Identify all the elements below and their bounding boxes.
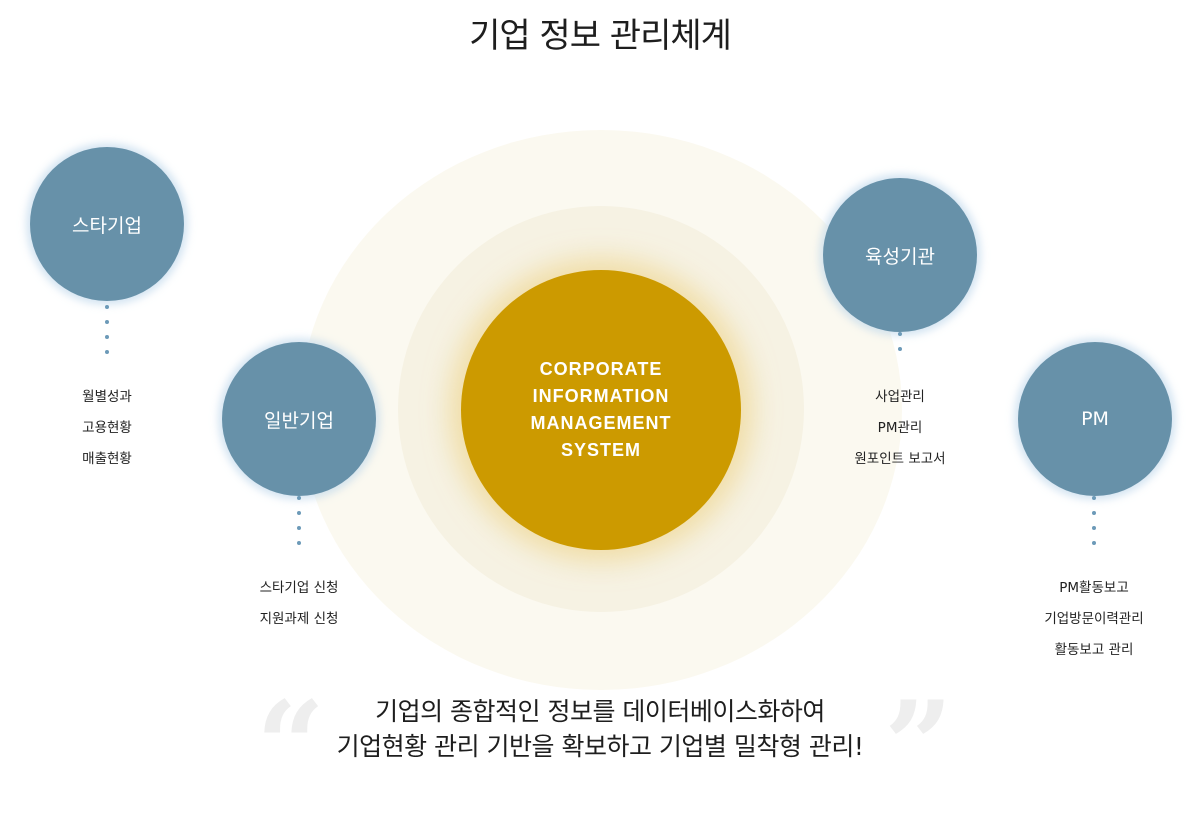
connector-dots <box>297 496 301 545</box>
core-text: CORPORATE INFORMATION MANAGEMENT SYSTEM <box>531 356 672 464</box>
dot <box>1092 541 1096 545</box>
list-item: 고용현황 <box>82 420 132 436</box>
list-item: 기업방문이력관리 <box>1044 611 1144 627</box>
core-line: INFORMATION <box>532 386 670 406</box>
core-line: MANAGEMENT <box>530 413 672 433</box>
list-item: PM활동보고 <box>1059 580 1129 596</box>
core-line: SYSTEM <box>560 440 641 460</box>
dot <box>1092 526 1096 530</box>
dot <box>105 305 109 309</box>
list-item: 활동보고 관리 <box>1054 642 1134 658</box>
incubator-items: 사업관리 PM관리 원포인트 보고서 <box>800 382 1000 475</box>
connector-dots <box>898 332 902 351</box>
node-incubator: 육성기관 <box>823 178 977 332</box>
dot <box>297 526 301 530</box>
slogan: 기업의 종합적인 정보를 데이터베이스화하여 기업현황 관리 기반을 확보하고 … <box>0 694 1200 764</box>
dot <box>898 332 902 336</box>
dot <box>105 350 109 354</box>
dot <box>297 511 301 515</box>
node-pm: PM <box>1018 342 1172 496</box>
list-item: 스타기업 신청 <box>259 580 339 596</box>
dot <box>1092 511 1096 515</box>
list-item: 사업관리 <box>875 389 925 405</box>
connector-dots <box>105 305 109 354</box>
dot <box>105 320 109 324</box>
list-item: PM관리 <box>877 420 923 436</box>
dot <box>1092 496 1096 500</box>
list-item: 원포인트 보고서 <box>854 451 946 467</box>
node-star-company: 스타기업 <box>30 147 184 301</box>
list-item: 매출현황 <box>82 451 132 467</box>
list-item: 지원과제 신청 <box>259 611 339 627</box>
dot <box>105 335 109 339</box>
slogan-line-2: 기업현황 관리 기반을 확보하고 기업별 밀착형 관리! <box>336 732 864 761</box>
slogan-line-1: 기업의 종합적인 정보를 데이터베이스화하여 <box>375 697 825 726</box>
dot <box>297 541 301 545</box>
pm-items: PM활동보고 기업방문이력관리 활동보고 관리 <box>994 573 1194 666</box>
dot <box>297 496 301 500</box>
general-company-items: 스타기업 신청 지원과제 신청 <box>199 573 399 635</box>
dot <box>898 347 902 351</box>
core-line: CORPORATE <box>539 359 663 379</box>
connector-dots <box>1092 496 1096 545</box>
node-general-company: 일반기업 <box>222 342 376 496</box>
list-item: 월별성과 <box>82 389 132 405</box>
star-company-items: 월별성과 고용현황 매출현황 <box>7 382 207 475</box>
page-title: 기업 정보 관리체계 <box>469 16 732 56</box>
core-circle: CORPORATE INFORMATION MANAGEMENT SYSTEM <box>461 270 741 550</box>
